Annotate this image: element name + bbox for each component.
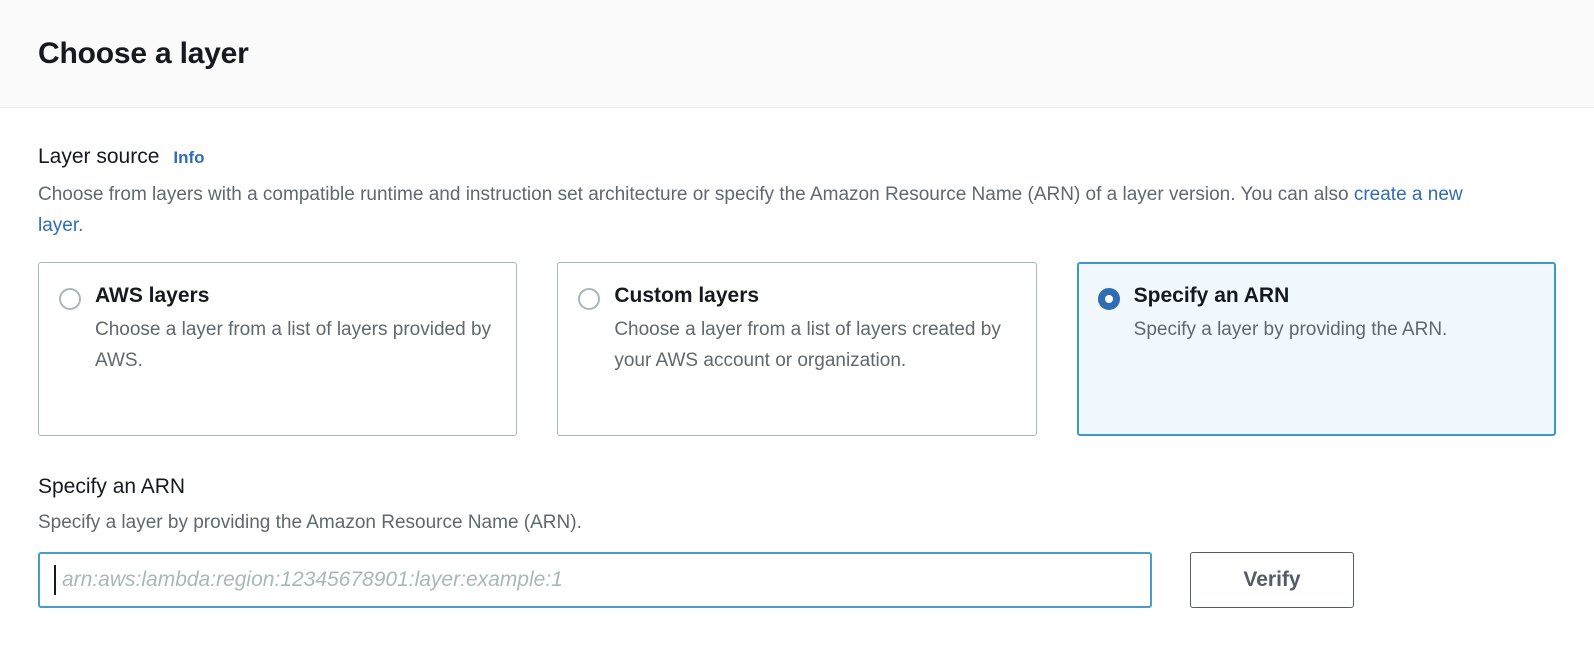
info-link[interactable]: Info xyxy=(173,148,205,167)
radio-tile-specify-an-arn-title: Specify an ARN xyxy=(1133,283,1290,307)
specify-arn-description: Specify a layer by providing the Amazon … xyxy=(38,512,582,534)
layer-source-description: Choose from layers with a compatible run… xyxy=(38,180,1498,242)
layer-source-label: Layer source xyxy=(38,145,160,168)
radio-tile-aws-layers-description: Choose a layer from a list of layers pro… xyxy=(95,319,492,371)
layer-source-label-row: Layer source Info xyxy=(38,144,1556,170)
modal-body: Layer source Info Choose from layers wit… xyxy=(0,108,1594,609)
radio-icon-aws-layers[interactable] xyxy=(59,287,81,310)
verify-button[interactable]: Verify xyxy=(1190,552,1354,609)
arn-input[interactable] xyxy=(38,552,1152,609)
radio-tile-specify-an-arn-text: Specify an ARN Specify a layer by provid… xyxy=(1134,283,1448,346)
layer-source-description-text-2: . xyxy=(78,215,84,237)
layer-source-description-text-1: Choose from layers with a compatible run… xyxy=(38,184,1354,206)
radio-tile-custom-layers-text: Custom layers Choose a layer from a list… xyxy=(614,283,1015,377)
radio-tile-aws-layers[interactable]: AWS layers Choose a layer from a list of… xyxy=(38,261,518,436)
page-title: Choose a layer xyxy=(38,36,249,70)
radio-tile-custom-layers[interactable]: Custom layers Choose a layer from a list… xyxy=(557,261,1037,436)
radio-tile-specify-an-arn-description: Specify a layer by providing the ARN. xyxy=(1133,319,1448,341)
radio-tile-specify-an-arn[interactable]: Specify an ARN Specify a layer by provid… xyxy=(1076,261,1556,436)
radio-tile-custom-layers-title: Custom layers xyxy=(614,283,760,307)
specify-arn-input-row: Verify xyxy=(38,552,1556,609)
radio-tile-aws-layers-text: AWS layers Choose a layer from a list of… xyxy=(95,283,496,377)
radio-icon-specify-an-arn[interactable] xyxy=(1097,287,1120,310)
specify-arn-section: Specify an ARN Specify a layer by provid… xyxy=(38,474,1556,609)
text-caret xyxy=(54,565,56,596)
layer-source-radio-group: AWS layers Choose a layer from a list of… xyxy=(38,261,1556,436)
radio-icon-custom-layers[interactable] xyxy=(578,287,601,310)
radio-tile-aws-layers-title: AWS layers xyxy=(95,283,210,307)
arn-input-wrapper xyxy=(38,552,1152,609)
specify-arn-heading: Specify an ARN xyxy=(38,474,186,498)
radio-tile-custom-layers-description: Choose a layer from a list of layers cre… xyxy=(614,319,1001,371)
create-a-new-layer-link[interactable]: create a new layer xyxy=(38,184,1463,237)
modal-header: Choose a layer xyxy=(0,0,1594,108)
